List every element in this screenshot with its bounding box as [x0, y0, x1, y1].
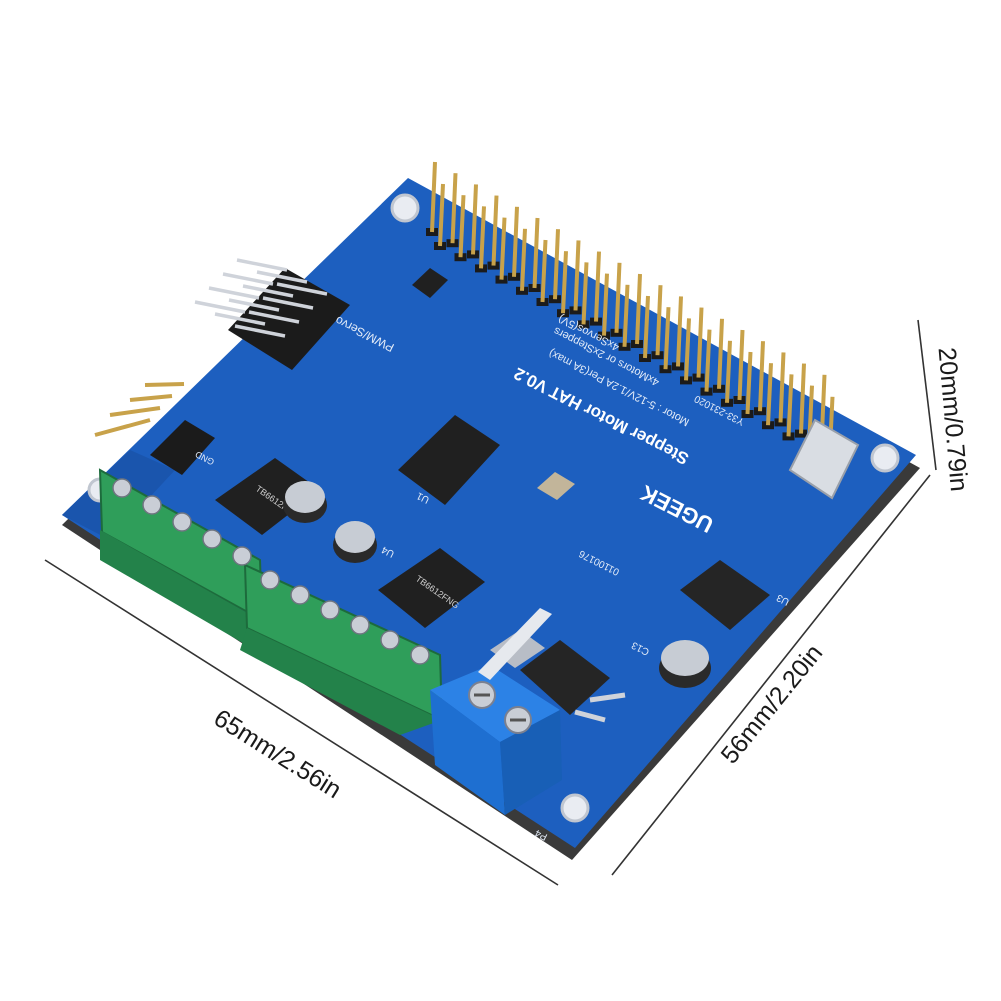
servo-pin [276, 282, 328, 296]
jumper-cap [788, 418, 860, 500]
servo-pin [256, 270, 308, 284]
power-terminal [430, 665, 562, 815]
servo-pin [242, 284, 294, 298]
gpio-pin [684, 318, 691, 381]
gpio-pin [643, 295, 650, 359]
servo-pin [228, 298, 280, 312]
gpio-pin [725, 340, 732, 403]
gpio-pin [471, 184, 478, 255]
gpio-pin [745, 351, 753, 415]
u1-label: U1 [415, 489, 432, 505]
pwm-controller-chip [398, 415, 500, 505]
gpio-pin [561, 251, 568, 314]
u3-label: U3 [775, 591, 792, 607]
gpio-pin [676, 296, 683, 367]
gpio-pin [430, 161, 437, 233]
servo-pin [234, 324, 286, 338]
crystal [537, 472, 575, 500]
gpio-pin [737, 329, 745, 401]
terminal-screw [172, 512, 192, 532]
terminal-screw [112, 478, 132, 498]
servo-pin [236, 258, 288, 272]
gpio-pin [594, 251, 601, 322]
gpio-pin [635, 273, 642, 345]
gpio-pin [602, 273, 609, 336]
gpio-pin [479, 206, 486, 269]
gpio-pin [758, 341, 765, 412]
terminal-screw [260, 570, 280, 590]
terminal-screw [320, 600, 340, 620]
u4-label: U4 [380, 543, 397, 559]
gpio-pin [532, 217, 540, 289]
depth-dimension-line [611, 474, 931, 876]
servo-pin [248, 310, 300, 324]
terminal-screw [380, 630, 400, 650]
terminal-screw [232, 546, 252, 566]
gpio-pin [540, 239, 548, 303]
motor-terminal-blocks [98, 468, 444, 735]
servo-pin [194, 300, 246, 314]
servo-pin [262, 296, 314, 310]
height-dimension-line [917, 319, 937, 471]
terminal-screw [350, 615, 370, 635]
gpio-pin [717, 318, 724, 389]
gpio-pin [799, 363, 806, 434]
gpio-pin [614, 262, 622, 333]
gpio-pin [704, 329, 712, 392]
gpio-pin [786, 374, 794, 437]
gpio-pin [438, 183, 445, 247]
gpio-pin [458, 195, 466, 258]
gpio-pin [499, 217, 507, 280]
servo-pin [222, 272, 274, 286]
terminal-screw [142, 495, 162, 515]
small-ic [412, 268, 448, 298]
gpio-pin [553, 229, 560, 300]
width-dimension-line [44, 559, 559, 886]
side-header [94, 382, 215, 475]
p4-label: P4 [533, 827, 549, 843]
gpio-pin [573, 240, 581, 311]
driver-chip-2: TB6612FNG [378, 548, 485, 628]
gpio-pin [663, 307, 671, 370]
terminal-screw [202, 529, 222, 549]
gpio-pin [655, 285, 663, 356]
servo-header [194, 258, 350, 370]
gpio-pin [766, 363, 773, 426]
terminal-screw [290, 585, 310, 605]
gpio-pin [581, 262, 589, 325]
board-slot [478, 608, 552, 680]
ldo-regulator [680, 560, 770, 630]
gpio-pin [520, 228, 527, 291]
capacitors [283, 481, 711, 688]
gpio-pin [450, 173, 458, 244]
terminal-screw [410, 645, 430, 665]
servo-pin [214, 312, 266, 326]
servo-pin [208, 286, 260, 300]
gpio-pin [512, 206, 519, 277]
gpio-pin [622, 284, 630, 347]
gpio-pin [778, 352, 786, 423]
gpio-pin [696, 307, 704, 378]
gpio-pin [491, 195, 499, 266]
